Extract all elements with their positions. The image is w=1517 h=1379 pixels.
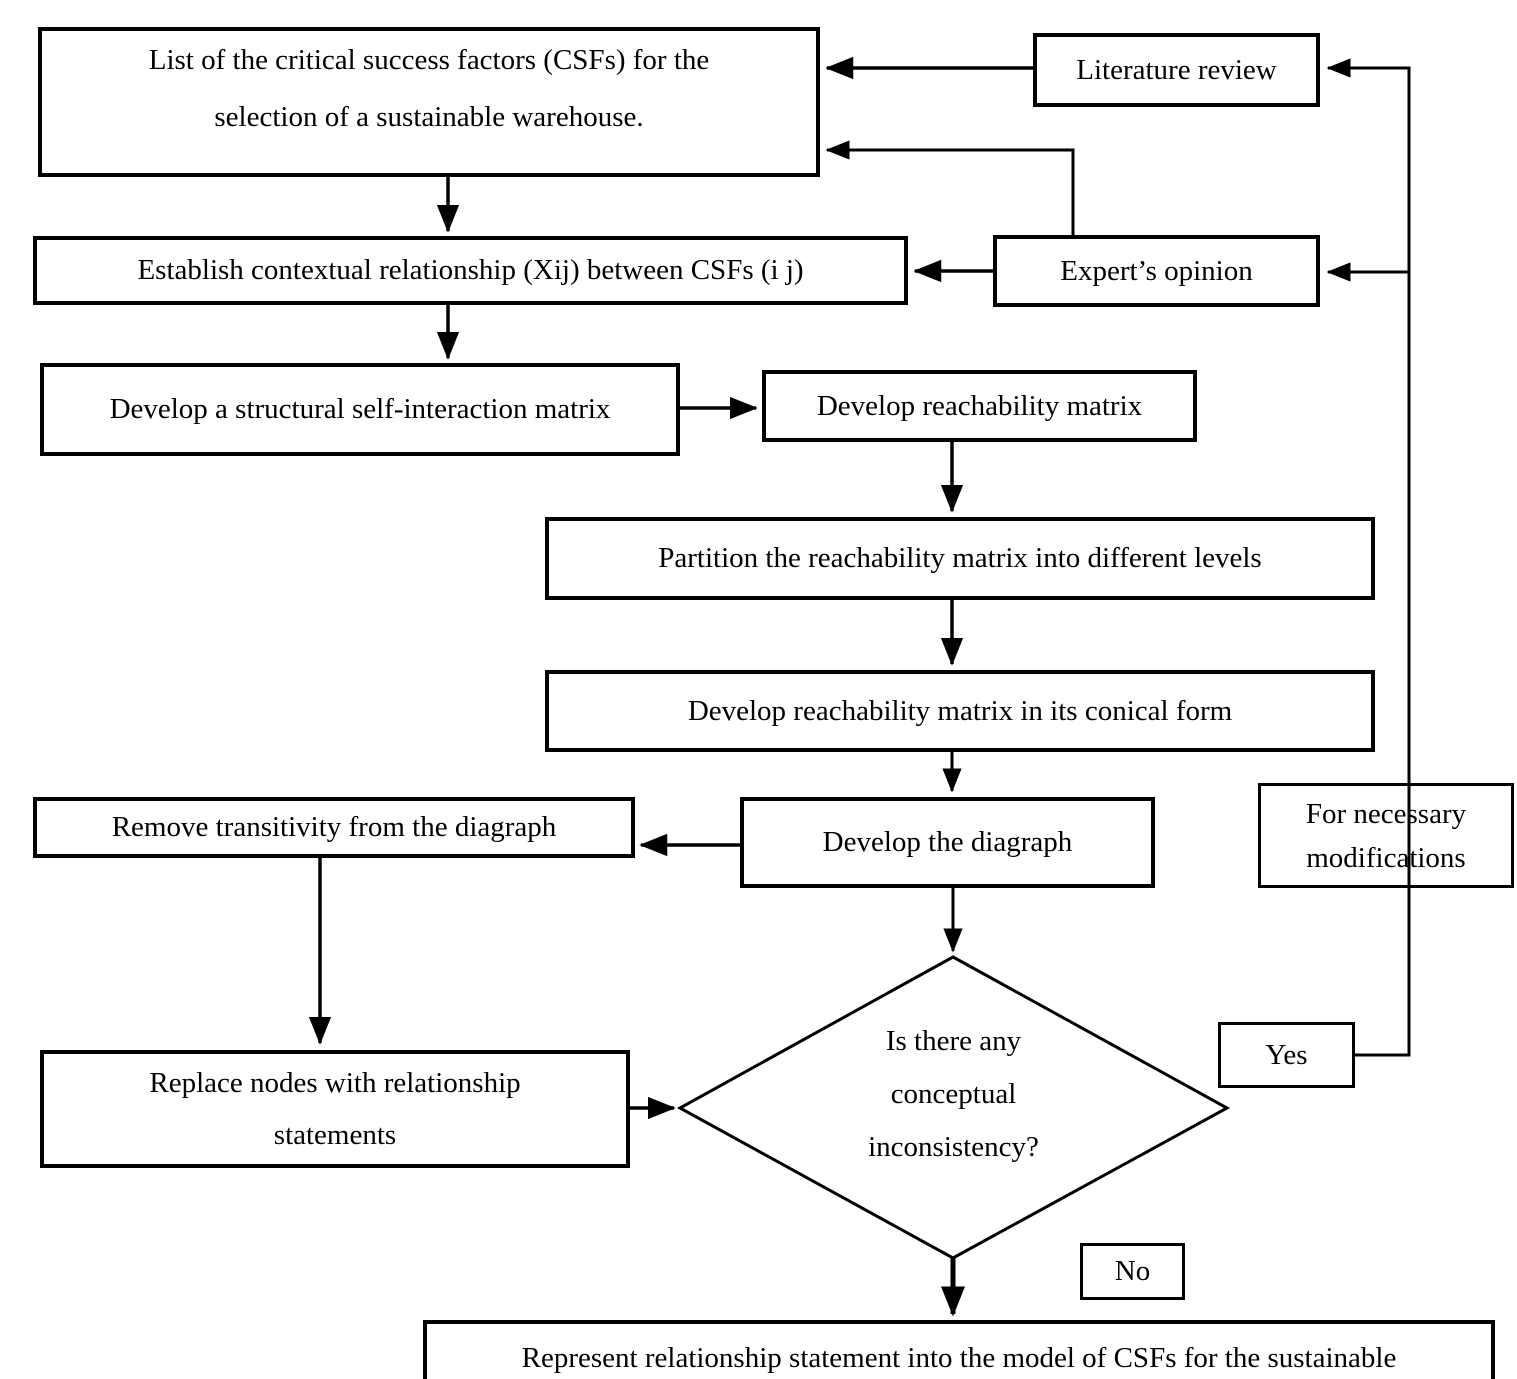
node-represent-model-label: Represent relationship statement into th… — [521, 1342, 1397, 1374]
node-csf-list-line2: selection of a sustainable warehouse. — [214, 101, 644, 133]
node-self-interaction-matrix: Develop a structural self-interaction ma… — [40, 363, 680, 456]
decision-line1: Is there any — [885, 1025, 1022, 1057]
node-no-label: No — [1080, 1243, 1185, 1300]
node-establish-relationship-label: Establish contextual relationship (Xij) … — [137, 254, 804, 287]
node-partition-levels: Partition the reachability matrix into d… — [545, 517, 1375, 600]
node-develop-diagraph-label: Develop the diagraph — [822, 826, 1073, 859]
node-develop-diagraph: Develop the diagraph — [740, 797, 1155, 888]
node-replace-nodes: Replace nodes with relationship statemen… — [40, 1050, 630, 1168]
node-csf-list: List of the critical success factors (CS… — [38, 27, 820, 177]
node-replace-nodes-line1: Replace nodes with relationship — [149, 1067, 521, 1099]
node-establish-relationship: Establish contextual relationship (Xij) … — [33, 236, 908, 305]
decision-diamond-text: Is there any conceptual inconsistency? — [680, 957, 1227, 1258]
decision-line3: inconsistency? — [868, 1131, 1039, 1163]
node-conical-form-label: Develop reachability matrix in its conic… — [687, 694, 1233, 727]
node-reachability-matrix-label: Develop reachability matrix — [816, 389, 1143, 422]
node-represent-model: Represent relationship statement into th… — [423, 1320, 1495, 1379]
yes-label: Yes — [1265, 1038, 1308, 1071]
node-conical-form: Develop reachability matrix in its conic… — [545, 670, 1375, 752]
feedback-loop-line — [1326, 58, 1411, 1057]
node-remove-transitivity-label: Remove transitivity from the diagraph — [111, 811, 557, 844]
node-reachability-matrix: Develop reachability matrix — [762, 370, 1197, 442]
decision-line2: conceptual — [890, 1078, 1017, 1110]
node-csf-list-line1: List of the critical success factors (CS… — [148, 44, 710, 76]
node-for-necessary-modifications-line2: modifications — [1306, 841, 1466, 874]
experts-to-csf-arrow — [825, 140, 1075, 235]
no-label: No — [1114, 1255, 1151, 1288]
node-yes-label: Yes — [1218, 1022, 1355, 1088]
node-for-necessary-modifications-line1: For necessary — [1305, 797, 1467, 830]
node-for-necessary-modifications: For necessary modifications — [1258, 783, 1514, 888]
node-partition-levels-label: Partition the reachability matrix into d… — [658, 542, 1262, 575]
node-self-interaction-matrix-label: Develop a structural self-interaction ma… — [109, 393, 611, 426]
node-remove-transitivity: Remove transitivity from the diagraph — [33, 797, 635, 858]
node-literature-review: Literature review — [1033, 33, 1320, 107]
node-experts-opinion-label: Expert’s opinion — [1060, 254, 1253, 287]
node-literature-review-label: Literature review — [1076, 53, 1277, 86]
node-experts-opinion: Expert’s opinion — [993, 235, 1320, 307]
node-replace-nodes-line2: statements — [273, 1119, 397, 1151]
